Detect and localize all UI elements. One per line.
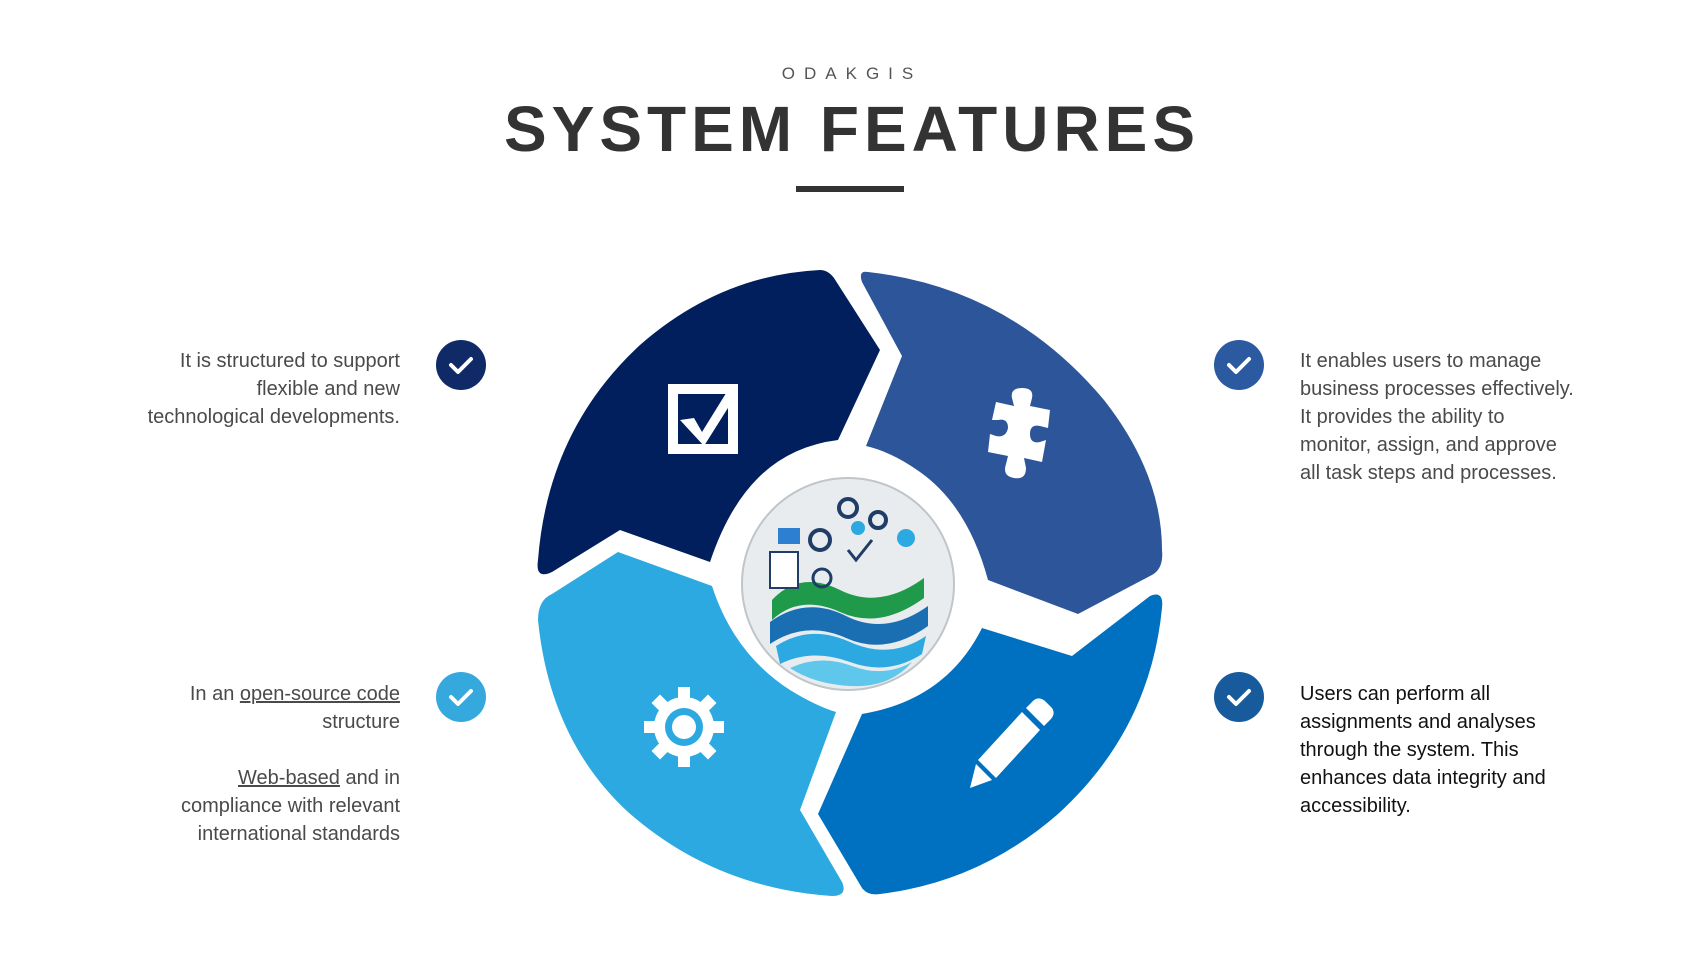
feature-line: international standards [197,823,400,845]
gear-icon [644,687,724,767]
feature-line: It provides the ability to [1300,406,1505,428]
feature-line: It enables users to manage [1300,350,1542,372]
feature-line: enhances data integrity and [1300,767,1546,789]
puzzle-icon [988,388,1050,479]
page-title: SYSTEM FEATURES [503,93,1201,165]
web-based-link[interactable]: Web-based [238,767,340,789]
pencil-icon [970,698,1054,788]
check-badge-top-right [1214,340,1264,390]
feature-line: monitor, assign, and approve [1300,434,1557,456]
feature-line: It is structured to support [179,350,400,372]
workflow-logo-icon [769,497,928,687]
feature-text-bottom-right: Users can perform all assignments and an… [1300,680,1620,820]
feature-line: Users can perform all [1300,683,1491,705]
feature-prefix: In an [189,683,240,705]
title-underline [796,186,904,192]
feature-line: technological developments. [147,406,400,428]
check-badge-top-left [436,340,486,390]
feature-line: flexible and new [256,378,400,400]
feature-line: accessibility. [1300,795,1411,817]
check-badge-bottom-right [1214,672,1264,722]
feature-line: through the system. This [1300,739,1519,761]
feature-line: business processes effectively. [1300,378,1574,400]
feature-line: structure [322,711,400,733]
feature-text-top-right: It enables users to manage business proc… [1300,347,1630,487]
feature-line: assignments and analyses [1300,711,1536,733]
check-badge-bottom-left [436,672,486,722]
checkbox-icon [668,384,738,454]
open-source-link[interactable]: open-source code [239,683,400,705]
feature-line: all task steps and processes. [1300,462,1557,484]
feature-suffix: and in [339,767,400,789]
feature-text-top-left: It is structured to support flexible and… [80,347,400,431]
feature-line: compliance with relevant [181,795,400,817]
segment-bottom-right [818,594,1163,895]
feature-text-bottom-left: In an open-source code structure Web-bas… [80,680,400,848]
brand-label: ODAKGIS [781,64,923,83]
